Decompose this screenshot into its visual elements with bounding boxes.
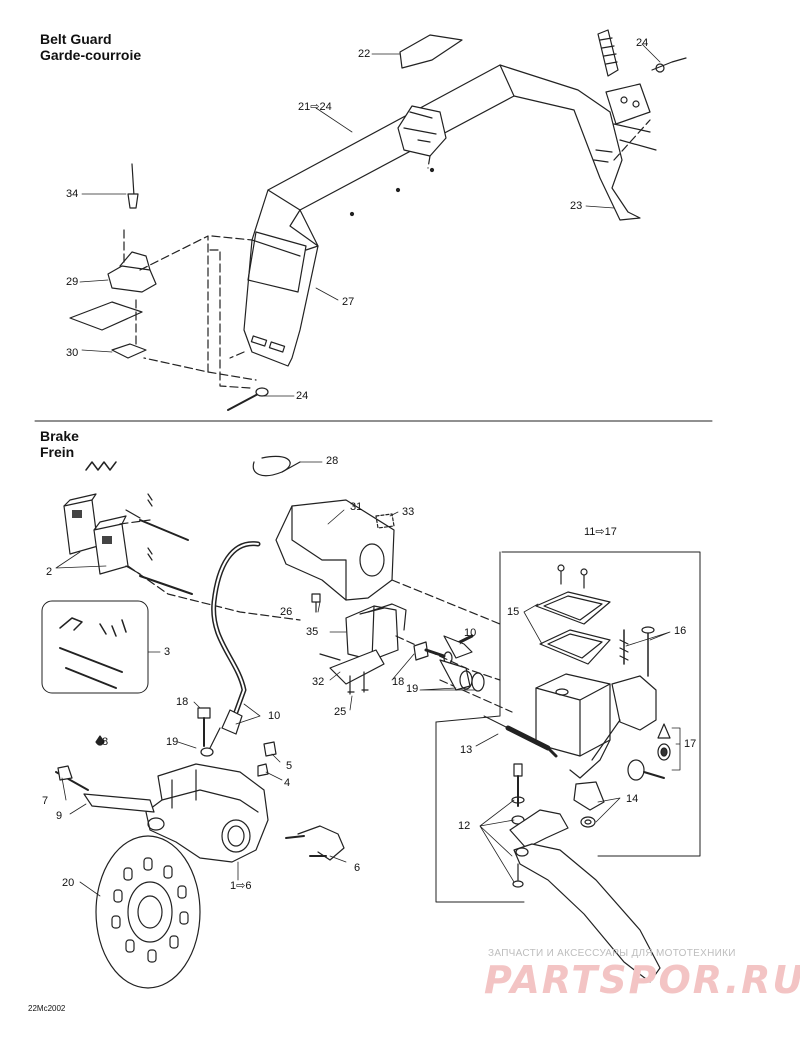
callout-27: 27 [342,296,355,308]
callout-33: 33 [402,506,415,518]
callout-34: 34 [66,188,79,200]
callout-12: 12 [458,820,471,832]
callout-35: 35 [306,626,319,638]
callout-23: 23 [570,200,583,212]
callout-7: 7 [42,795,49,807]
callout-24-top: 24 [636,37,649,49]
callout-3: 3 [164,646,171,658]
callout-31: 31 [350,501,363,513]
callout-15: 15 [507,606,520,618]
callout-10-right: 10 [464,627,477,639]
callout-11-17: 11⇨17 [584,526,617,538]
drawing-code: 22Mc2002 [28,1004,66,1013]
brake-title: Brake [40,428,79,444]
callout-14: 14 [626,793,639,805]
callout-19-left: 19 [166,736,179,748]
callout-32: 32 [312,676,325,688]
callout-20: 20 [62,877,75,889]
callout-18-right: 18 [392,676,405,688]
belt-guard-title-fr: Garde-courroie [40,47,142,63]
callout-26: 26 [280,606,293,618]
callout-2: 2 [46,566,53,578]
callout-18-left: 18 [176,696,189,708]
belt-guard-assembly [69,29,687,411]
brake-assembly [41,43,701,989]
callout-30: 30 [66,347,79,359]
callout-4: 4 [284,777,291,789]
watermark-caption: ЗАПЧАСТИ И АКСЕССУАРЫ ДЛЯ МОТОТЕХНИКИ [488,948,736,959]
callout-8: 8 [102,736,109,748]
watermark-logo: PARTSPOR.RU [484,958,800,1002]
callout-28: 28 [326,455,339,467]
callout-17: 17 [684,738,697,750]
callout-21-24: 21⇨24 [298,101,332,113]
callout-16: 16 [674,625,687,637]
callout-10-left: 10 [268,710,281,722]
brake-title-fr: Frein [40,444,75,460]
belt-guard-title: Belt Guard [40,31,112,47]
callout-19-right: 19 [406,683,419,695]
callout-1-6: 1⇨6 [230,880,252,892]
callout-24-bottom: 24 [296,390,309,402]
callout-29: 29 [66,276,79,288]
callout-25: 25 [334,706,347,718]
callout-6: 6 [354,862,361,874]
callout-9: 9 [56,810,63,822]
callout-5: 5 [286,760,293,772]
callout-13: 13 [460,744,473,756]
callout-22: 22 [358,48,371,60]
